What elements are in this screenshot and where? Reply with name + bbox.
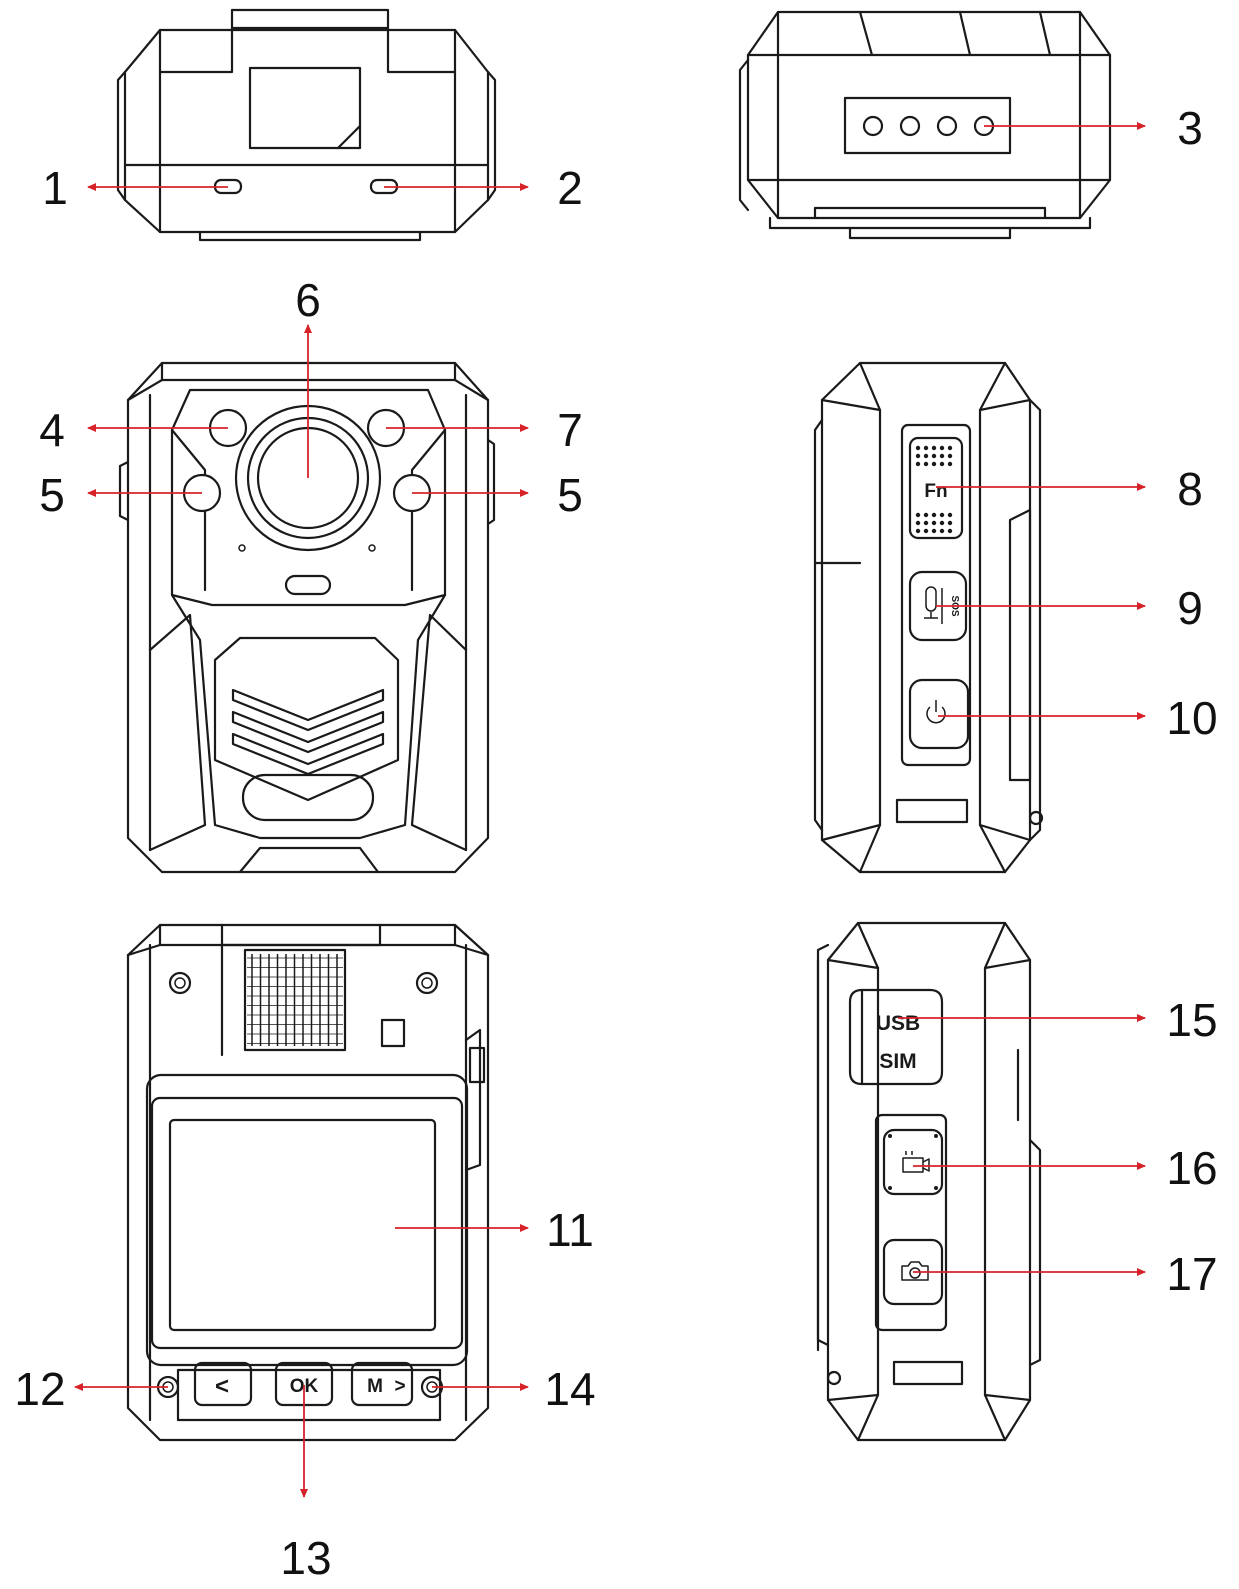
power-button[interactable] — [908, 678, 970, 750]
side-clip — [1008, 508, 1032, 782]
screw-top-right — [415, 971, 439, 995]
grille-slot-1 — [231, 688, 385, 732]
fn-texture-dot — [939, 520, 945, 526]
left-side-slot — [892, 1360, 964, 1386]
sim-label: SIM — [879, 1050, 916, 1073]
fn-texture-dot — [923, 528, 929, 534]
callout-5-right: 5 — [557, 469, 583, 521]
front-indicator — [284, 574, 332, 596]
video-record-button[interactable] — [882, 1128, 944, 1196]
m-button-label: M — [367, 1376, 383, 1397]
callout-arrows — [74, 122, 1146, 1498]
m-button[interactable] — [350, 1361, 414, 1407]
fn-texture-dot — [923, 461, 929, 467]
pogo-pin-3 — [936, 115, 958, 137]
callout-11: 11 — [546, 1204, 594, 1256]
back-square — [380, 1018, 406, 1048]
fn-texture-dot — [923, 512, 929, 518]
usb-label: USB — [876, 1012, 920, 1035]
fn-texture-dot — [923, 453, 929, 459]
callout-2: 2 — [557, 162, 583, 214]
callout-1: 1 — [42, 162, 68, 214]
callout-12: 12 — [14, 1363, 65, 1415]
callout-9: 9 — [1177, 582, 1203, 634]
fn-texture-dot — [947, 512, 953, 518]
fn-texture-dot — [947, 528, 953, 534]
fn-texture-dot — [915, 461, 921, 467]
front-view — [118, 361, 496, 874]
top-window — [248, 66, 362, 150]
fn-texture-dot — [915, 528, 921, 534]
callout-7: 7 — [557, 404, 583, 456]
callout-15: 15 — [1166, 994, 1217, 1046]
fn-button-label: Fn — [924, 481, 947, 502]
callout-16: 16 — [1166, 1142, 1217, 1194]
top-view — [116, 8, 497, 242]
callout-13: 13 — [280, 1532, 331, 1584]
m-arrow-icon: > — [394, 1376, 405, 1397]
back-arrow-icon: < — [215, 1373, 229, 1400]
front-bottom-slot — [241, 773, 375, 822]
side-button-panel — [900, 423, 972, 767]
right-side-slot — [895, 798, 969, 824]
pogo-pin-1 — [862, 115, 884, 137]
fn-texture-dot — [931, 461, 937, 467]
fn-texture-dot — [939, 461, 945, 467]
fn-texture-dot — [931, 512, 937, 518]
fn-texture-dot — [931, 520, 937, 526]
lcd-screen — [168, 1118, 437, 1332]
callout-5-left: 5 — [39, 469, 65, 521]
fn-button[interactable] — [908, 436, 964, 540]
callout-3: 3 — [1177, 102, 1203, 154]
callout-17: 17 — [1166, 1248, 1217, 1300]
fn-texture-dot — [931, 445, 937, 451]
usb-sim-door[interactable] — [848, 988, 944, 1086]
grille-slot-2 — [231, 710, 385, 754]
back-button[interactable] — [193, 1361, 253, 1407]
left-side-view: USB SIM — [816, 921, 1042, 1442]
fn-texture-dot — [915, 512, 921, 518]
power-icon — [926, 706, 946, 724]
callout-labels: 1 2 3 4 5 5 6 7 8 9 10 11 12 13 14 15 16… — [14, 102, 1217, 1584]
speaker-shield — [213, 636, 400, 802]
fn-texture-dot — [947, 453, 953, 459]
callout-4: 4 — [39, 404, 65, 456]
fn-texture — [915, 445, 953, 534]
fn-texture-dot — [947, 520, 953, 526]
fn-texture-dot — [923, 520, 929, 526]
fn-texture-dot — [939, 453, 945, 459]
callout-14: 14 — [544, 1363, 595, 1415]
clip-grid — [243, 948, 347, 1052]
microphone-icon — [925, 586, 937, 612]
pogo-pin-2 — [899, 115, 921, 137]
callout-8: 8 — [1177, 463, 1203, 515]
bottom-view — [738, 10, 1112, 240]
fn-texture-dot — [915, 520, 921, 526]
fn-texture-dot — [939, 512, 945, 518]
fn-texture-dot — [947, 445, 953, 451]
fn-texture-dot — [939, 528, 945, 534]
fn-texture-dot — [931, 528, 937, 534]
screen-bezel — [145, 1073, 469, 1367]
screw-top-left — [168, 971, 192, 995]
fn-texture-dot — [923, 445, 929, 451]
callout-6: 6 — [295, 274, 321, 326]
fn-texture-dot — [931, 453, 937, 459]
back-view: < OK M > — [126, 923, 490, 1442]
fn-texture-dot — [947, 461, 953, 467]
fn-texture-dot — [915, 445, 921, 451]
photo-camera-icon — [901, 1261, 929, 1281]
fn-texture-dot — [915, 453, 921, 459]
video-camera-icon — [902, 1157, 930, 1173]
grille-slot-3 — [231, 732, 385, 776]
callout-10: 10 — [1166, 692, 1217, 744]
right-side-view: Fn SOS — [813, 361, 1044, 874]
left-button-panel — [874, 1113, 948, 1332]
fn-texture-dot — [939, 445, 945, 451]
